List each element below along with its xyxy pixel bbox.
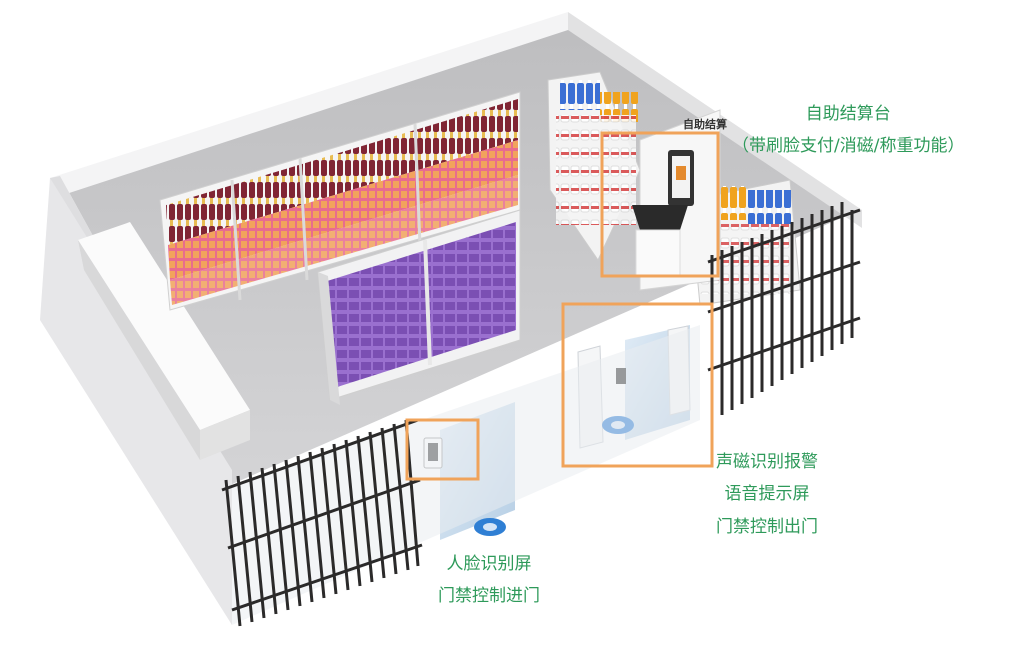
kiosk-sign: 自助结算 [683, 117, 727, 131]
checkout-callout-title: 自助结算台 [732, 98, 964, 130]
exit-callout-line-1: 声磁识别报警 [716, 446, 818, 478]
exit-callout-line-3: 门禁控制出门 [716, 511, 818, 543]
checkout-callout: 自助结算台 （带刷脸支付/消磁/称重功能） [732, 98, 964, 163]
entry-callout-line-1: 人脸识别屏 [438, 548, 540, 580]
checkout-callout-features: （带刷脸支付/消磁/称重功能） [732, 130, 964, 162]
exit-callout-line-2: 语音提示屏 [716, 478, 818, 510]
entry-callout-line-2: 门禁控制进门 [438, 580, 540, 612]
exit-gate-callout: 声磁识别报警 语音提示屏 门禁控制出门 [716, 446, 818, 543]
entry-gate-callout: 人脸识别屏 门禁控制进门 [438, 548, 540, 613]
